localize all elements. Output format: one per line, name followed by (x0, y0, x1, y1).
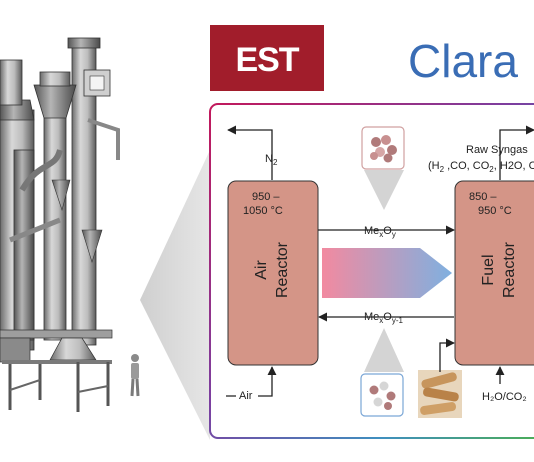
est-logo: EST (210, 25, 324, 91)
fuel-reactor-label-line1: Fuel (480, 254, 497, 285)
clara-logo: Clara (408, 35, 518, 87)
biomass-feed-arrow (439, 338, 455, 372)
fuel-reactor-label-line2: Reactor (501, 241, 518, 298)
svg-text:Clara: Clara (408, 35, 518, 87)
process-frame (209, 103, 534, 439)
fuel-reactor-temp-line1: 850 – (469, 191, 497, 203)
svg-text:EST: EST (235, 41, 299, 79)
oxidized-particle-callout (361, 126, 405, 210)
gasifying-agent-label: H₂O/CO₂ (482, 391, 527, 403)
fuel-reactor: 850 – 950 °C Fuel Reactor (454, 180, 534, 366)
n2-output-label: N2 (265, 153, 278, 167)
n2-output-arrow (227, 125, 273, 180)
syngas-output-label-line1: Raw Syngas (466, 144, 528, 156)
air-reactor-label-line1: Air (253, 260, 270, 280)
reduced-particle-callout (360, 328, 404, 417)
air-reactor-temp-line2: 1050 °C (243, 205, 283, 217)
syngas-output-arrow (499, 125, 534, 180)
clara-logo-text: Clara (408, 35, 518, 87)
reduced-carrier-label: MexOy-1 (364, 311, 404, 325)
air-input-label: Air (239, 390, 253, 402)
air-input-arrow (226, 367, 272, 397)
syngas-output-label-line2: (H2 ,CO, CO2, H2O, C (428, 160, 534, 174)
air-reactor-temp-line1: 950 – (252, 191, 280, 203)
fuel-reactor-temp-line2: 950 °C (478, 205, 512, 217)
biomass-pellets-image (418, 370, 462, 418)
oxidized-carrier-label: MexOy (364, 225, 396, 239)
air-reactor-label-line2: Reactor (274, 241, 291, 298)
air-reactor: 950 – 1050 °C Air Reactor (227, 180, 319, 366)
reduced-molecule-icon (369, 381, 396, 410)
heat-flow-arrow (322, 248, 452, 298)
pilot-plant-illustration (0, 37, 140, 412)
zoom-wedge (140, 150, 210, 440)
oxidized-molecule-icon (370, 135, 397, 163)
